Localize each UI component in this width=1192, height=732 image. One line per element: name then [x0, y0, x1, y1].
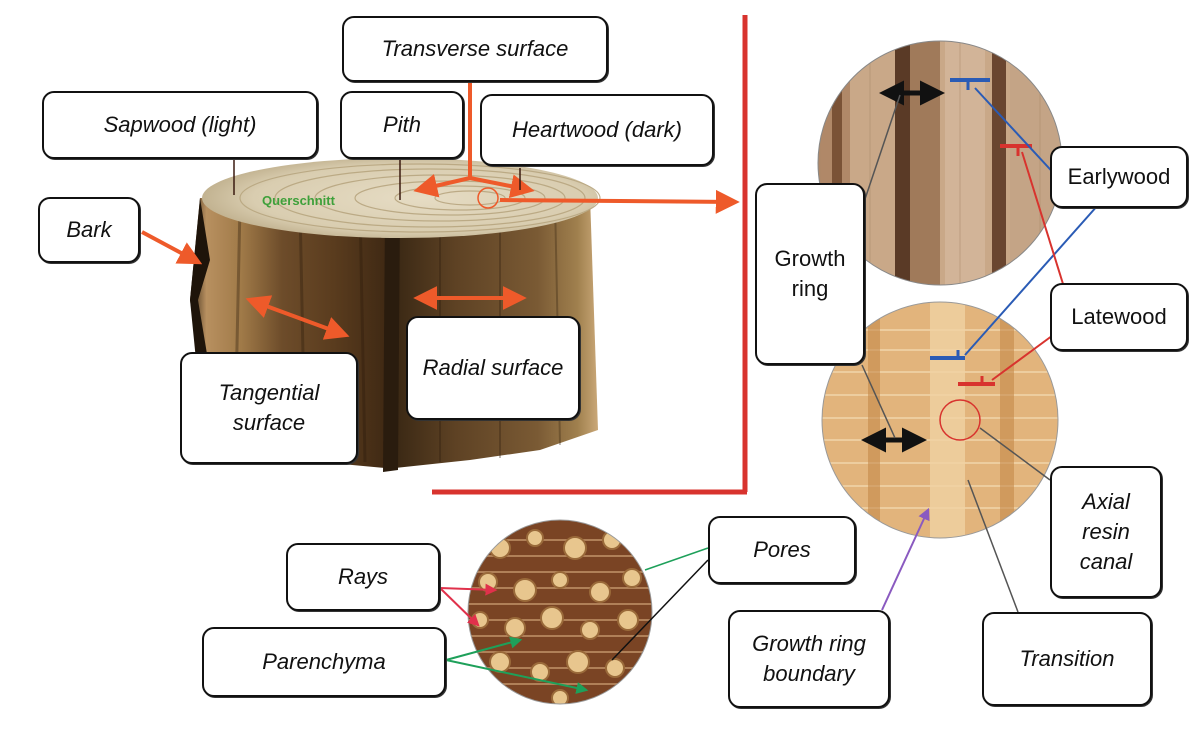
transverse-surface-label: Transverse surface — [342, 16, 608, 82]
tangential-surface-label: Tangential surface — [180, 352, 358, 464]
earlywood-label: Earlywood — [1050, 146, 1188, 208]
axial-resin-canal-label: Axial resin canal — [1050, 466, 1162, 598]
pores-label: Pores — [708, 516, 856, 584]
querschnitt-text: Querschnitt — [262, 193, 336, 208]
heartwood-label: Heartwood (dark) — [480, 94, 714, 166]
hardwood-micrograph — [460, 515, 660, 710]
transition-label: Transition — [982, 612, 1152, 706]
pith-label: Pith — [340, 91, 464, 159]
rays-label: Rays — [286, 543, 440, 611]
radial-surface-label: Radial surface — [406, 316, 580, 420]
growth-ring-label: Growth ring — [755, 183, 865, 365]
parenchyma-label: Parenchyma — [202, 627, 446, 697]
growth-ring-boundary-label: Growth ring boundary — [728, 610, 890, 708]
sapwood-label: Sapwood (light) — [42, 91, 318, 159]
latewood-label: Latewood — [1050, 283, 1188, 351]
bark-label: Bark — [38, 197, 140, 263]
